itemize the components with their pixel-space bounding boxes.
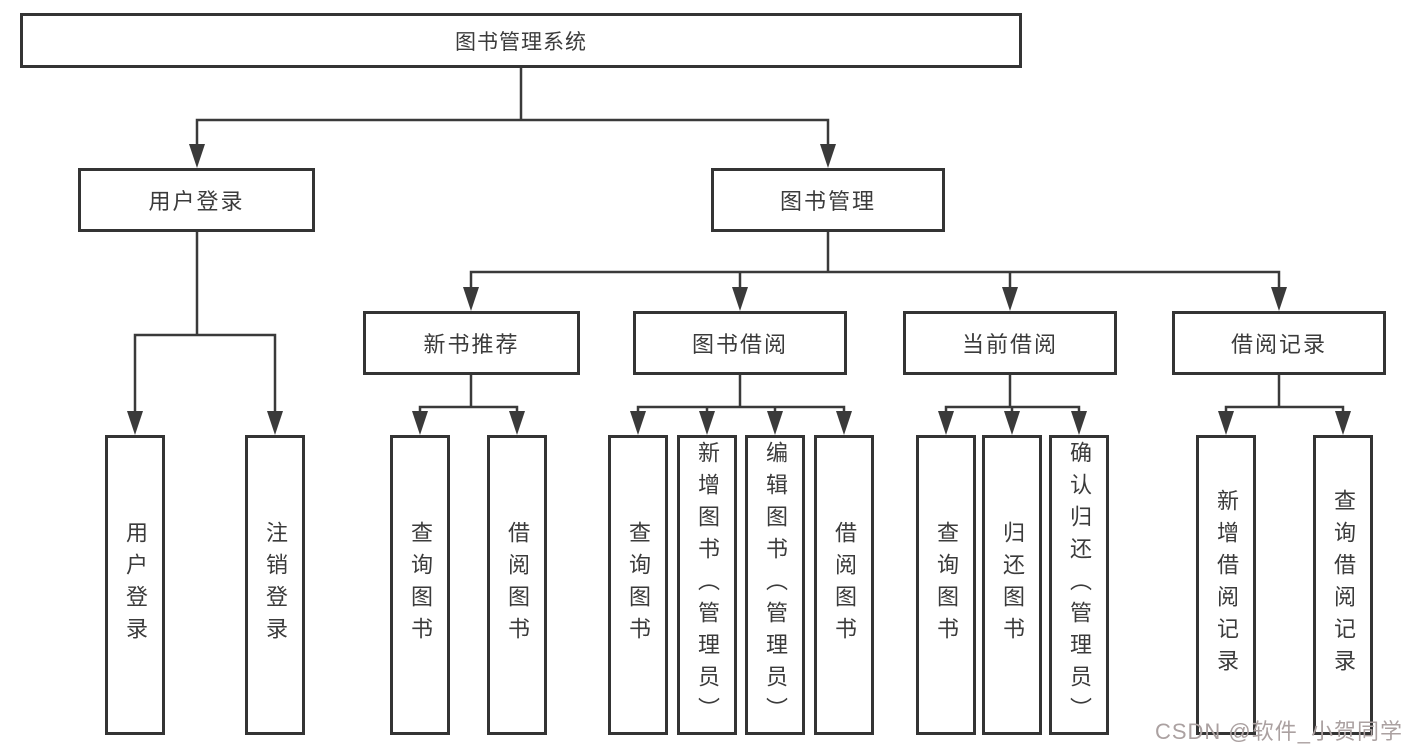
node-add-borrow-record: 新增借阅记录 xyxy=(1196,435,1256,735)
node-query-books-borrowing: 查询图书 xyxy=(608,435,668,735)
csdn-watermark: CSDN @软件_小贺同学 xyxy=(1154,719,1403,744)
node-add-books-admin: 新增图书（管理员） xyxy=(677,435,737,735)
node-current-borrowing: 当前借阅 xyxy=(903,311,1117,375)
node-library-system: 图书管理系统 xyxy=(20,13,1022,68)
arrowhead-icons xyxy=(127,144,1351,435)
node-user-login-branch: 用户登录 xyxy=(78,168,315,232)
node-new-book-recommend: 新书推荐 xyxy=(363,311,580,375)
tree-edges xyxy=(133,66,1345,415)
node-borrow-books-borrowing: 借阅图书 xyxy=(814,435,874,735)
node-return-books: 归还图书 xyxy=(982,435,1042,735)
node-query-books-recommend: 查询图书 xyxy=(390,435,450,735)
node-borrowing-records: 借阅记录 xyxy=(1172,311,1386,375)
node-logout-leaf: 注销登录 xyxy=(245,435,305,735)
node-book-borrowing: 图书借阅 xyxy=(633,311,847,375)
node-user-login-leaf: 用户登录 xyxy=(105,435,165,735)
node-confirm-return-admin: 确认归还（管理员） xyxy=(1049,435,1109,735)
node-query-borrow-record: 查询借阅记录 xyxy=(1313,435,1373,735)
node-borrow-books-recommend: 借阅图书 xyxy=(487,435,547,735)
node-edit-books-admin: 编辑图书（管理员） xyxy=(745,435,805,735)
node-query-books-current: 查询图书 xyxy=(916,435,976,735)
node-book-management-branch: 图书管理 xyxy=(711,168,945,232)
